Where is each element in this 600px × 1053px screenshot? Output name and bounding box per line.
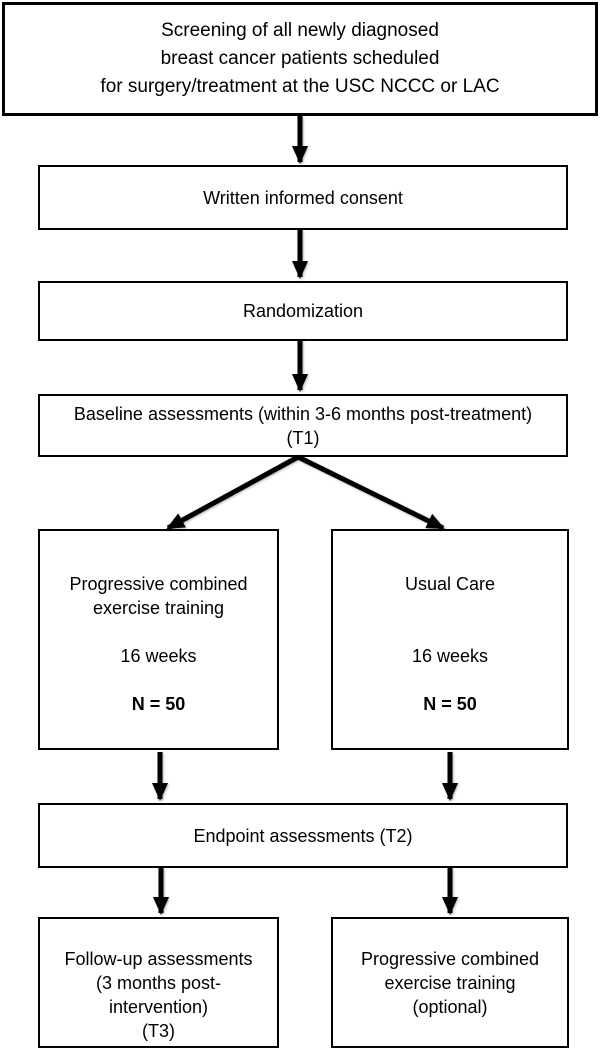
usual-care-label: Usual Care [404,574,496,594]
optional-exercise-box: Progressive combined exercise training (… [331,917,569,1048]
followup-line-2: (3 months post- [95,973,222,993]
endpoint-label: Endpoint assessments (T2) [193,825,413,846]
consent-box: Written informed consent [38,165,568,230]
consent-label: Written informed consent [203,187,403,208]
screening-line-2: breast cancer patients scheduled [160,48,440,69]
exercise-sample-size: N = 50 [131,694,186,714]
usual-care-duration: 16 weeks [411,646,489,666]
optional-line-3: (optional) [412,997,488,1017]
screening-line-1: Screening of all newly diagnosed [161,20,439,41]
exercise-arm-box: Progressive combined exercise training 1… [38,529,279,750]
followup-assessments-box: Follow-up assessments (3 months post- in… [38,917,279,1048]
arrow-baseline-to-usual-care [296,454,445,531]
exercise-duration: 16 weeks [120,646,197,666]
usual-care-arm-box: Usual Care 16 weeks N = 50 [331,529,569,750]
exercise-line-2: exercise training [92,598,225,618]
screening-line-3: for surgery/treatment at the USC NCCC or… [100,76,500,97]
arrow-baseline-to-exercise [166,454,300,531]
randomization-label: Randomization [242,301,364,321]
baseline-assessments-box: Baseline assessments (within 3-6 months … [38,394,568,457]
followup-line-3: intervention) [108,997,209,1017]
followup-line-1: Follow-up assessments [64,949,253,969]
optional-line-2: exercise training [384,973,516,993]
screening-box: Screening of all newly diagnosed breast … [2,2,598,116]
baseline-line-2: (T1) [286,427,320,448]
usual-care-sample-size: N = 50 [423,694,477,714]
baseline-line-1: Baseline assessments (within 3-6 months … [73,403,533,424]
followup-line-4: (T3) [142,1021,175,1041]
optional-line-1: Progressive combined [360,949,540,969]
endpoint-assessments-box: Endpoint assessments (T2) [38,803,568,868]
randomization-box: Randomization [38,281,568,341]
exercise-line-1: Progressive combined [69,574,248,594]
